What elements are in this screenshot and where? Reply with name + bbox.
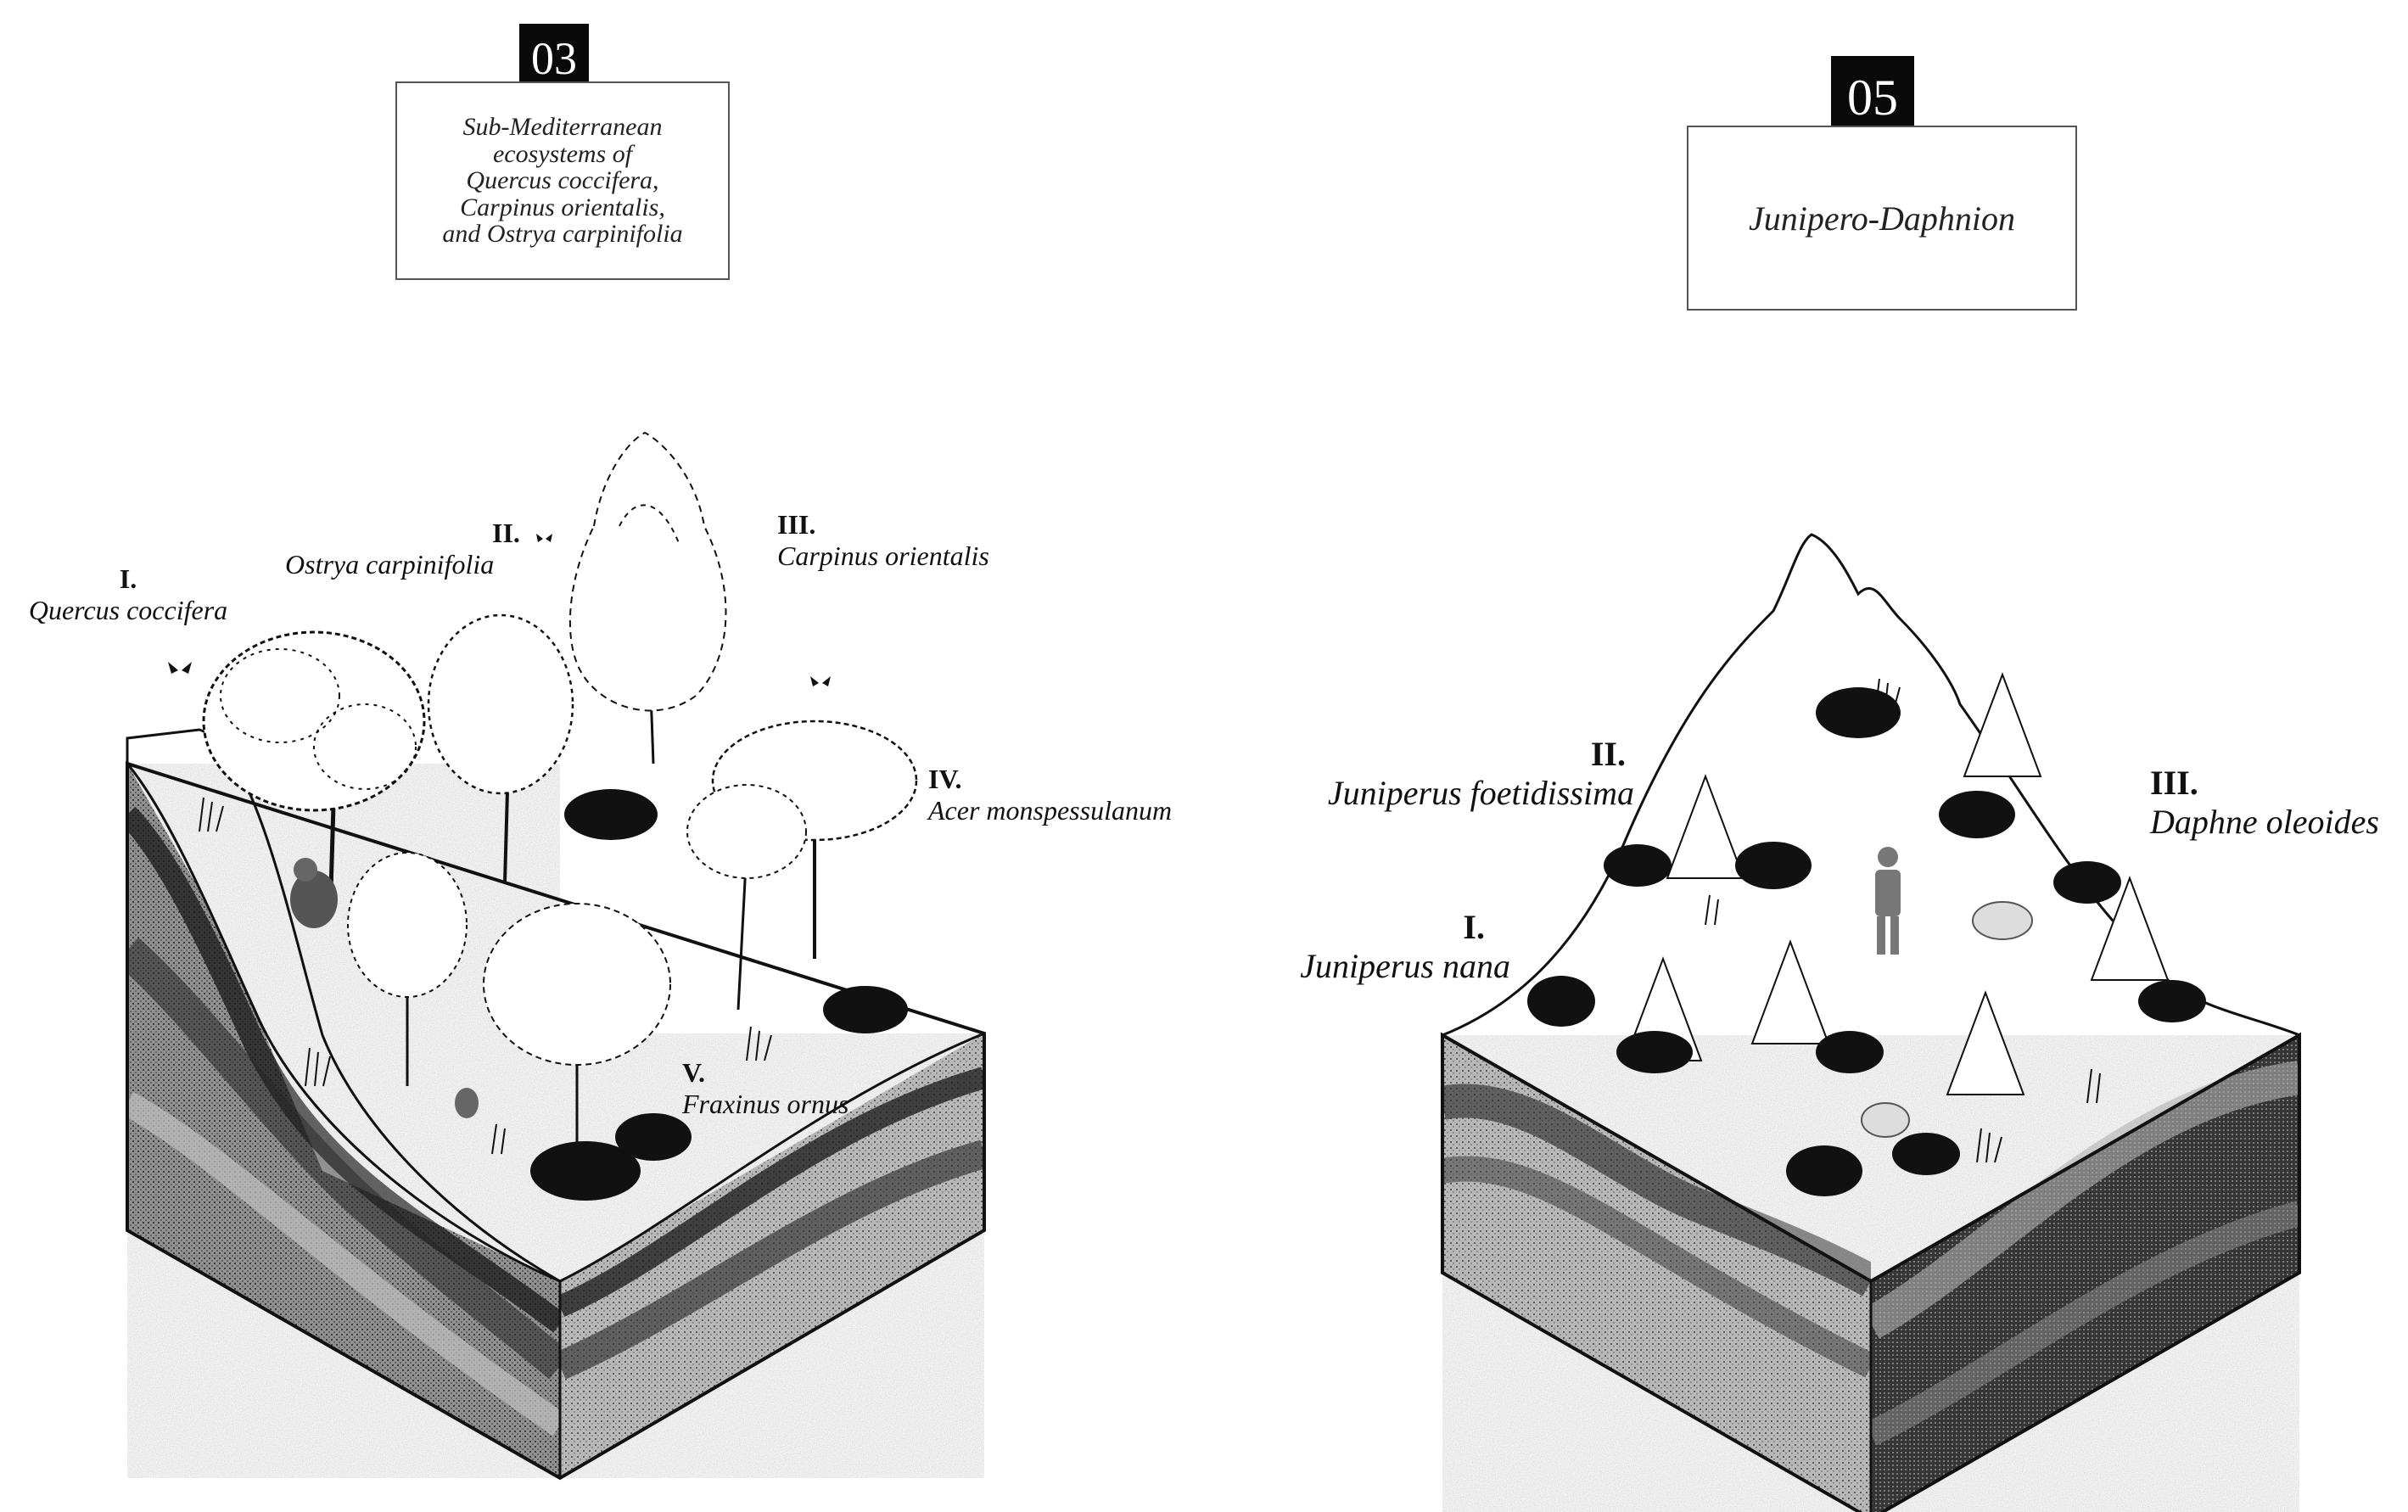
species-label-juniperus-nana: I. Juniperus nana (1273, 908, 1510, 986)
vegetation-05 (1527, 672, 2206, 1196)
species-numeral: IV. (928, 764, 962, 794)
species-name: Carpinus orientalis (777, 540, 989, 571)
carpinus-orientalis-tree (568, 431, 727, 764)
species-label-juniperus-foetidissima: II. Juniperus foetidissima (1295, 735, 1634, 813)
butterfly-icon (168, 534, 831, 686)
species-label-carpinus-orientalis: III. Carpinus orientalis (777, 509, 1032, 572)
soil-strata-right-face-05 (1862, 1035, 2303, 1512)
species-numeral: III. (2150, 764, 2198, 802)
species-numeral: II. (492, 518, 520, 548)
fraxinus-ornus-tree (483, 903, 671, 1154)
species-label-daphne-oleoides: III. Daphne oleoides (2150, 764, 2396, 842)
shrub (530, 1141, 641, 1201)
panel-title-line: ecosystems of (492, 139, 633, 168)
terrain-block-05 (1439, 533, 2303, 1512)
fox-icon (455, 1088, 479, 1118)
panel-number-05: 05 (1831, 56, 1914, 139)
panel-title-box-03: Sub-Mediterranean ecosystems of Quercus … (395, 81, 730, 280)
species-numeral: V. (682, 1057, 705, 1088)
vegetation-03 (199, 431, 918, 1201)
fox-icon (290, 858, 338, 928)
species-name: Fraxinus ornus (682, 1088, 849, 1119)
shrub (615, 1113, 692, 1161)
panel-title: Junipero-Daphnion (1748, 199, 2016, 238)
species-label-fraxinus-ornus: V. Fraxinus ornus (682, 1057, 903, 1120)
species-name: Ostrya carpinifolia (285, 548, 495, 580)
species-name: Juniperus nana (1300, 947, 1510, 985)
shrub (564, 789, 658, 840)
hiker-icon (1875, 847, 1901, 955)
soil-strata-left-face-05 (1439, 1035, 1879, 1512)
acer-monspessulanum-tree (686, 720, 918, 1011)
soil-strata-left-face-03 (115, 764, 571, 1478)
panel-title-line: Quercus coccifera, (466, 166, 659, 195)
species-label-ostrya-carpinifolia: II. Ostrya carpinifolia (285, 518, 540, 580)
species-numeral: I. (1463, 908, 1485, 946)
panel-title-box-05: Junipero-Daphnion (1687, 126, 2077, 311)
species-name: Daphne oleoides (2150, 803, 2379, 841)
quercus-coccifera-tree (202, 630, 426, 892)
panel-title-line: Sub-Mediterranean (462, 113, 663, 142)
shrub (823, 986, 908, 1033)
species-name: Quercus coccifera (28, 594, 228, 625)
panel-title-line: and Ostrya carpinifolia (442, 220, 683, 249)
panel-title-line: Carpinus orientalis, (460, 193, 665, 221)
species-label-quercus-coccifera: I. Quercus coccifera (22, 563, 234, 626)
species-name: Acer monspessulanum (928, 794, 1173, 826)
species-name: Juniperus foetidissima (1327, 774, 1634, 812)
juniperus-nana-shrubs (1527, 687, 2206, 1196)
species-label-acer-monspessulanum: IV. Acer monspessulanum (928, 764, 1217, 826)
species-numeral: I. (119, 563, 137, 594)
species-numeral: III. (777, 509, 816, 540)
ostrya-carpinifolia-tree (427, 613, 574, 883)
terrain-block-03 (115, 728, 988, 1481)
sheep-icon (1861, 901, 2033, 1138)
species-numeral: II. (1590, 735, 1626, 773)
small-tree (347, 852, 468, 1086)
soil-strata-right-face-03 (554, 1033, 988, 1478)
